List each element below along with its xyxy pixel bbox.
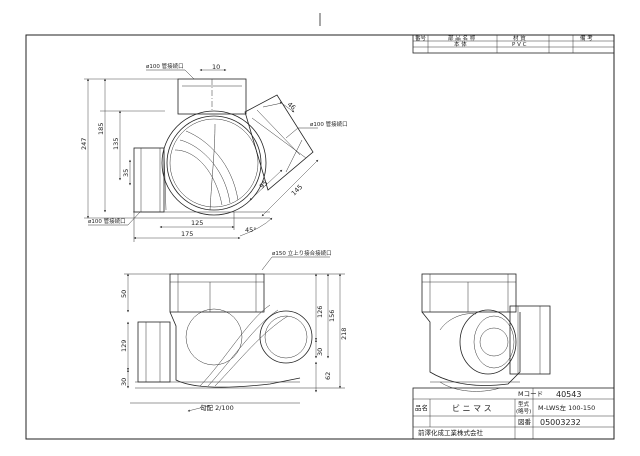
dim-62-label: 62 — [324, 372, 332, 380]
side-view: 50 129 30 126 156 218 30 62 ø150 立上り接合接続… — [120, 249, 348, 412]
dim-10-label: 10 — [212, 63, 220, 71]
parts-row-material: P V C — [512, 42, 527, 48]
parts-table: 番号 部 品 名 称 材 質 備 考 本 体 P V C — [412, 34, 615, 54]
side-riser — [169, 273, 265, 313]
end-branch-pipe — [509, 305, 551, 375]
dim-175-label: 175 — [181, 230, 193, 238]
name-value: ビ ニ マ ス — [452, 404, 492, 413]
drawing-value: 05003232 — [540, 418, 581, 427]
side-riser-label: ø150 立上り接合接続口 — [272, 249, 332, 257]
mcode-label: Mコード — [518, 390, 543, 398]
model-value: M-LWS左 100-150 — [538, 403, 595, 412]
drawing-label: 図番 — [518, 418, 532, 426]
parts-header-number: 番号 — [415, 35, 427, 42]
plan-top-pipe-label: ø100 管接続口 — [146, 62, 184, 70]
company-name: 前澤化成工業株式会社 — [418, 428, 484, 437]
dim-30-right-label: 30 — [316, 348, 324, 356]
parts-header-material: 材 質 — [513, 34, 526, 42]
dim-125-label: 125 — [191, 219, 203, 227]
dim-50-label: 50 — [120, 290, 128, 298]
plan-branch-label: ø100 管接続口 — [310, 120, 348, 128]
dim-135-label: 135 — [112, 138, 120, 150]
side-flow-guide — [199, 304, 271, 387]
end-branch-outer — [459, 309, 517, 375]
dim-46-label: 46 — [286, 100, 297, 111]
plan-left-pipe-label: ø100 管接続口 — [88, 217, 126, 225]
plan-flow-guide — [174, 149, 223, 206]
end-riser — [421, 273, 517, 313]
dim-156-label: 156 — [328, 310, 336, 322]
plan-view: 247 185 135 35 10 ø100 管接続口 46 ø100 管接続口… — [80, 62, 348, 242]
side-left-pipe — [137, 321, 171, 383]
parts-header-name: 部 品 名 称 — [448, 34, 476, 42]
side-body — [169, 311, 301, 388]
angle-45-label: 45° — [245, 226, 257, 234]
dim-145-label: 145 — [290, 183, 304, 197]
name-label: 品名 — [415, 403, 428, 412]
dim-35-label: 35 — [122, 169, 130, 177]
plan-left-pipe — [133, 147, 165, 213]
model-label-1: 型式 — [518, 400, 530, 408]
dim-185-label: 185 — [97, 123, 105, 135]
dim-247-label: 247 — [80, 138, 88, 150]
dim-218-label: 218 — [340, 328, 348, 340]
dim-30-left-label: 30 — [120, 378, 128, 386]
model-label-2: (略号) — [516, 407, 531, 415]
dim-129-label: 129 — [120, 340, 128, 352]
parts-row-name: 本 体 — [454, 40, 467, 48]
parts-header-note: 備 考 — [580, 34, 593, 42]
end-view — [421, 273, 551, 392]
slope-label: 勾配 2/100 — [200, 403, 234, 412]
plan-branch-pipe — [244, 94, 314, 191]
end-body — [421, 311, 521, 386]
drawing-frame — [25, 34, 615, 440]
mcode-value: 40543 — [556, 390, 581, 399]
side-branch-outer — [259, 310, 313, 364]
dim-126-label: 126 — [316, 306, 324, 318]
plan-body-inner — [166, 115, 262, 211]
title-block: Mコード 40543 品名 ビ ニ マ ス 型式 (略号) M-LWS左 100… — [412, 387, 615, 440]
